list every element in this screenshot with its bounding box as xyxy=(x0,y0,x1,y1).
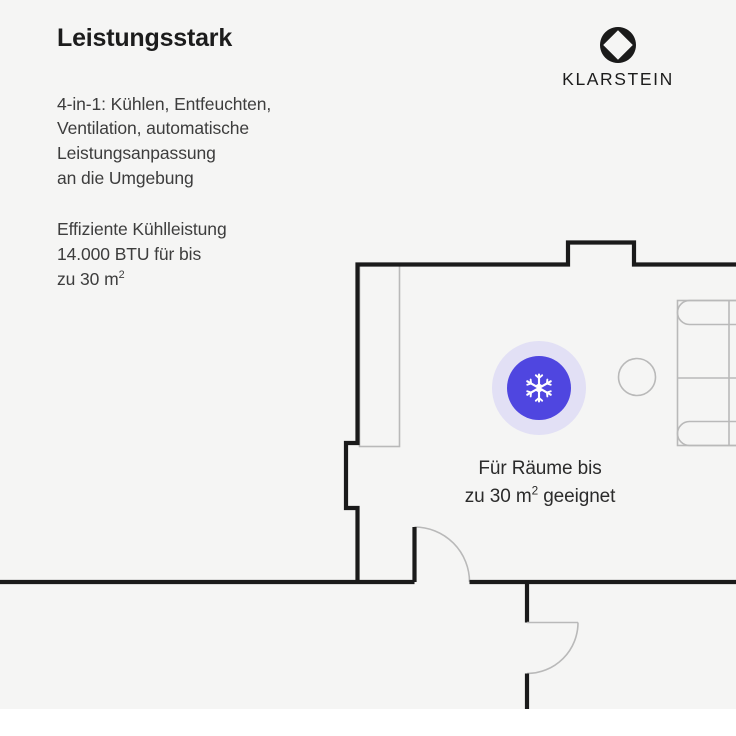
brand-name: KLARSTEIN xyxy=(562,69,674,89)
feature-line-1: 4-in-1: Kühlen, Entfeuchten, xyxy=(57,93,272,114)
background-plate xyxy=(0,0,736,709)
capacity-line-2: 14.000 BTU für bis xyxy=(57,243,202,264)
cooling-badge-core xyxy=(507,356,571,420)
feature-paragraph-2: Effiziente Kühlleistung 14.000 BTU für b… xyxy=(57,217,417,292)
feature-line-2: Ventilation, automatische xyxy=(57,118,250,139)
round-table xyxy=(617,357,657,397)
capacity-line-1: Effiziente Kühlleistung xyxy=(57,218,227,239)
feature-line-3: Leistungsanpassung xyxy=(57,143,216,164)
badge-caption-line-2b: geeignet xyxy=(538,485,616,507)
cooling-badge xyxy=(492,341,586,435)
page-title: Leistungsstark xyxy=(57,24,233,52)
capacity-superscript: 2 xyxy=(118,268,125,281)
badge-caption-line-1: Für Räume bis xyxy=(478,458,602,479)
snowflake-icon xyxy=(526,373,552,403)
copy-block: Leistungsstark 4-in-1: Kühlen, Entfeucht… xyxy=(57,24,417,291)
cooling-badge-caption: Für Räume bis zu 30 m2 geeignet xyxy=(399,455,681,510)
sofa xyxy=(676,299,736,447)
capacity-line-3: zu 30 m xyxy=(57,268,119,289)
badge-caption-superscript: 2 xyxy=(531,484,539,498)
brand-logo: KLARSTEIN xyxy=(547,26,689,90)
badge-caption-line-2a: zu 30 m xyxy=(464,485,532,507)
wall-upper-room xyxy=(343,240,736,582)
feature-line-4: an die Umgebung xyxy=(57,168,194,189)
counter xyxy=(358,264,401,448)
klarstein-diamond-ring-icon xyxy=(599,27,636,63)
door-swing-left xyxy=(414,526,471,583)
feature-paragraph-1: 4-in-1: Kühlen, Entfeuchten, Ventilation… xyxy=(57,92,417,191)
door-swing-right xyxy=(526,622,579,675)
